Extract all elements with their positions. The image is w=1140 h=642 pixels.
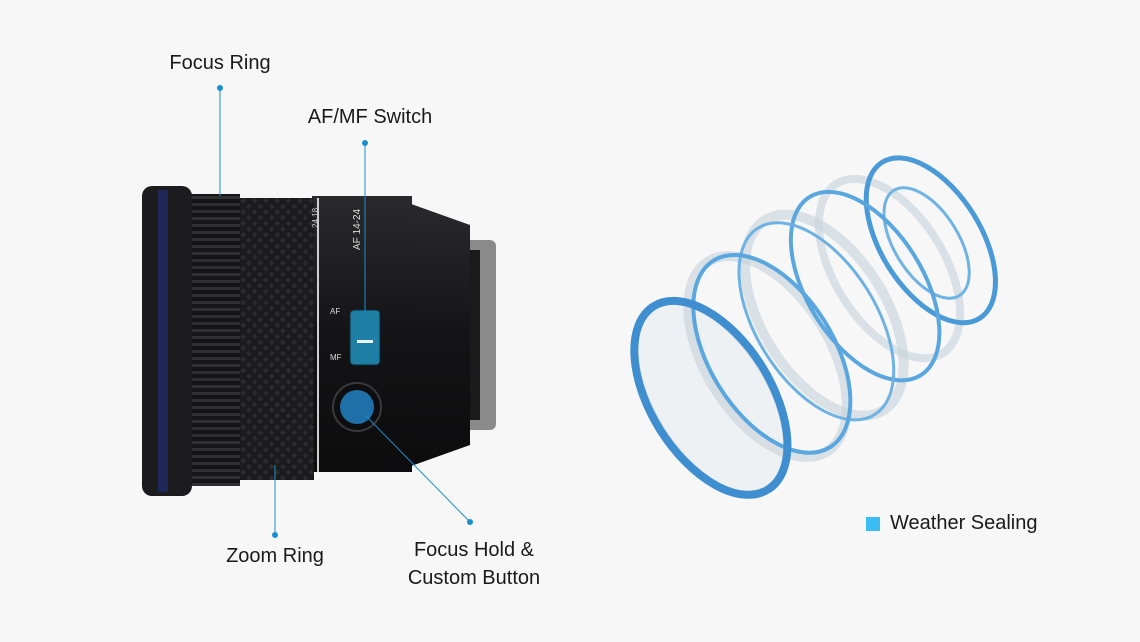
- seal-ring-rear: [863, 155, 998, 326]
- af-mf-switch-label: AF/MF Switch: [307, 106, 433, 128]
- focus-ring-label: Focus Ring: [169, 52, 271, 74]
- focus-hold-label: Focus Hold & Custom Button: [384, 536, 564, 592]
- focus-ring: [190, 194, 240, 486]
- mf-marking: MF: [330, 353, 342, 362]
- legend-weather-sealing: Weather Sealing: [890, 512, 1038, 534]
- focus-hold-dot: [467, 519, 473, 525]
- model-marking: AF 14-24: [352, 208, 363, 250]
- focus-hold-label-line1: Focus Hold &: [413, 539, 535, 561]
- lens-rear-body: [400, 200, 470, 470]
- seal-ring-front: [630, 296, 792, 499]
- legend-swatch: [866, 516, 880, 531]
- zoom-ring-dot: [272, 532, 278, 538]
- af-marking: AF: [330, 307, 340, 316]
- focus-hold-label-line2: Custom Button: [407, 567, 541, 589]
- af-mf-switch: [349, 309, 381, 366]
- zoom-ring: [238, 198, 314, 480]
- legend: Weather Sealing: [866, 512, 1038, 535]
- zoom-ring-label: Zoom Ring: [226, 545, 324, 567]
- focus-ring-dot: [217, 85, 223, 91]
- af-mf-switch-dot: [362, 140, 368, 146]
- weather-seals-illustration: [630, 155, 998, 499]
- zoom-scale-marking: 24 18: [311, 207, 320, 228]
